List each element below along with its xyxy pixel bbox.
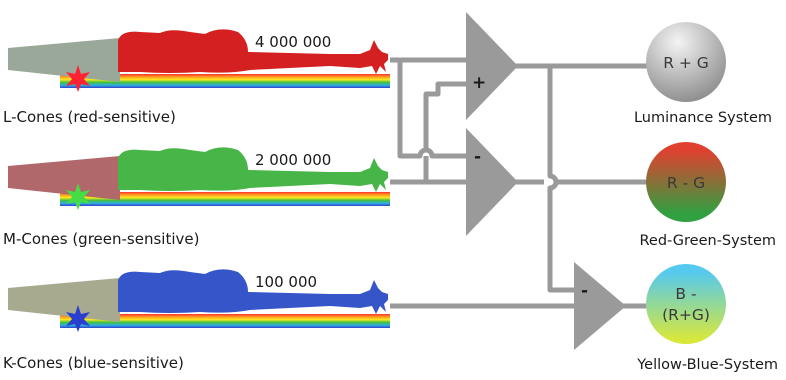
signal-wiring bbox=[390, 57, 650, 309]
luminance-system: R + G Luminance System bbox=[634, 22, 772, 126]
cone-body bbox=[118, 269, 388, 314]
cone-outer-segment bbox=[8, 278, 120, 322]
star-icon bbox=[66, 305, 90, 332]
cone-label: L-Cones (red-sensitive) bbox=[3, 108, 176, 126]
k-cone: 100 000 K-Cones (blue-sensitive) bbox=[3, 269, 390, 372]
cone-outer-segment bbox=[8, 156, 120, 200]
redgreen-system: R - G Red-Green-System bbox=[639, 142, 776, 249]
star-icon bbox=[66, 183, 90, 210]
luminance-ball bbox=[646, 22, 726, 102]
cone-label: M-Cones (green-sensitive) bbox=[3, 230, 199, 248]
cone-label: K-Cones (blue-sensitive) bbox=[3, 354, 184, 372]
ball-text: R - G bbox=[667, 174, 705, 192]
system-label: Luminance System bbox=[634, 110, 772, 126]
cone-count: 2 000 000 bbox=[255, 151, 331, 169]
light-spectrum-band bbox=[60, 314, 390, 328]
cone-count: 100 000 bbox=[255, 273, 317, 291]
luminance-to-yb-wire bbox=[547, 66, 580, 293]
cone-body bbox=[118, 147, 388, 192]
m-to-plus-wire bbox=[423, 81, 470, 182]
ball-text: B - bbox=[675, 285, 696, 303]
plus-sign: + bbox=[472, 73, 486, 93]
yellowblue-ball bbox=[646, 264, 726, 344]
cone-body bbox=[118, 29, 388, 74]
m-cone: 2 000 000 M-Cones (green-sensitive) bbox=[3, 147, 390, 248]
cone-outer-segment bbox=[8, 38, 120, 82]
star-icon bbox=[66, 65, 90, 92]
ball-text: (R+G) bbox=[662, 306, 710, 324]
luminance-amplifier: + bbox=[466, 12, 518, 120]
light-spectrum-band bbox=[60, 192, 390, 206]
cone-count: 4 000 000 bbox=[255, 33, 331, 51]
l-to-minus-wire bbox=[397, 60, 470, 159]
yellowblue-system: B - (R+G) Yellow-Blue-System bbox=[636, 264, 778, 373]
yellowblue-amplifier: - bbox=[574, 262, 626, 350]
redgreen-amplifier: - bbox=[466, 128, 518, 236]
light-spectrum-band bbox=[60, 74, 390, 88]
l-cone: 4 000 000 L-Cones (red-sensitive) bbox=[3, 29, 390, 126]
minus-sign: - bbox=[581, 281, 588, 301]
redgreen-ball bbox=[646, 142, 726, 222]
system-label: Red-Green-System bbox=[639, 233, 776, 249]
minus-sign: - bbox=[474, 147, 481, 167]
system-label: Yellow-Blue-System bbox=[636, 357, 778, 373]
ball-text: R + G bbox=[663, 54, 709, 72]
